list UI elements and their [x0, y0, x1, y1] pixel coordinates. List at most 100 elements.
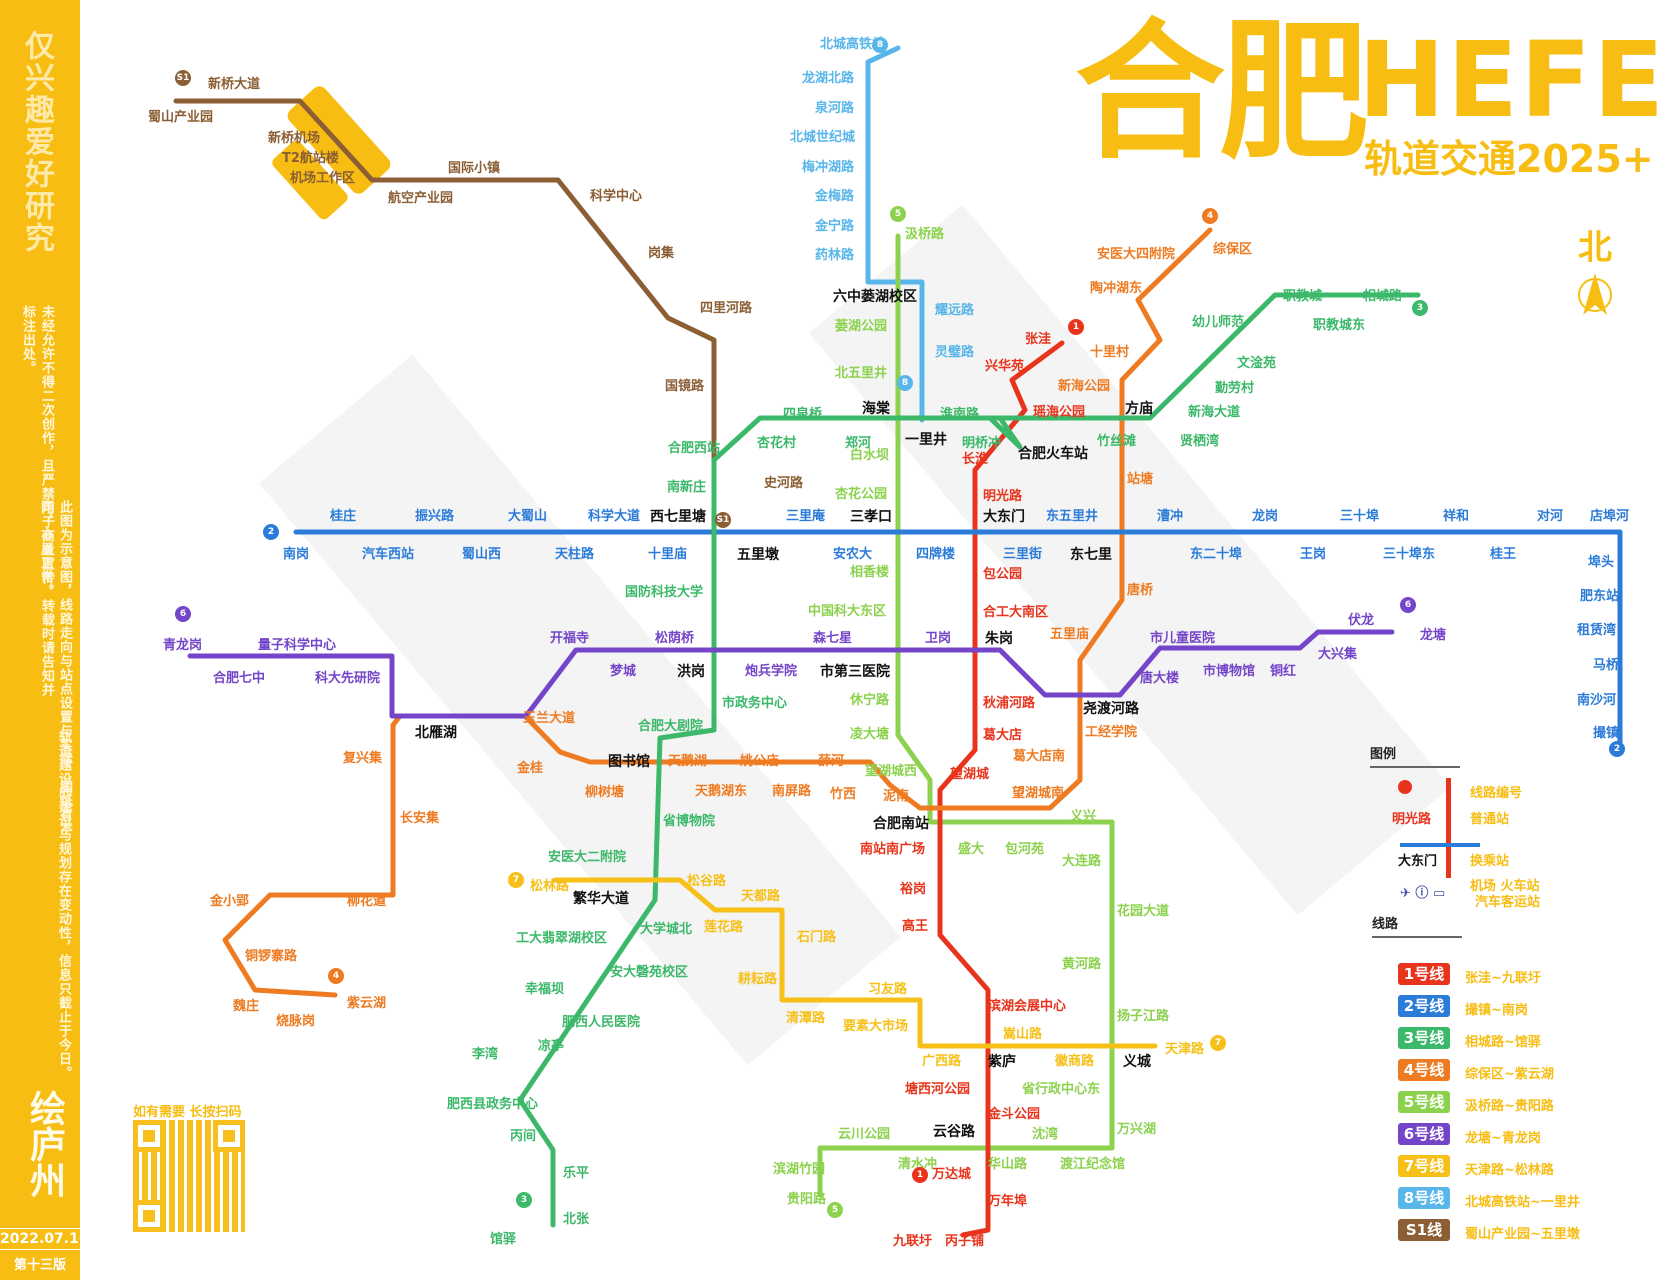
transfer-station-label[interactable]: 市第三医院: [820, 664, 890, 680]
station-label[interactable]: 南沙河: [1577, 693, 1617, 708]
station-label[interactable]: 休宁路: [850, 693, 890, 708]
transfer-station-label[interactable]: 尧渡河路: [1083, 701, 1139, 717]
station-label[interactable]: 凌大塘: [850, 727, 890, 742]
station-label[interactable]: 北城高铁站: [820, 37, 886, 52]
station-label[interactable]: 白水坝: [850, 448, 890, 463]
station-label[interactable]: 杏花村: [757, 436, 797, 451]
transfer-station-label[interactable]: 东七里: [1070, 547, 1112, 563]
station-label[interactable]: 新海公园: [1058, 379, 1111, 394]
station-label[interactable]: 南岗: [283, 547, 310, 562]
station-label[interactable]: 长淮: [962, 452, 989, 467]
station-label[interactable]: 安大磬苑校区: [610, 965, 689, 980]
station-label[interactable]: 四里河路: [700, 301, 753, 316]
station-label[interactable]: 大蜀山: [508, 509, 548, 524]
station-label[interactable]: 南站南广场: [860, 842, 926, 857]
station-label[interactable]: 文淦苑: [1237, 356, 1277, 371]
station-label[interactable]: 松谷路: [687, 874, 727, 889]
station-label[interactable]: 习友路: [868, 982, 908, 997]
station-label[interactable]: 龙岗: [1252, 509, 1279, 524]
station-label[interactable]: 柳花遒: [347, 894, 387, 909]
station-label[interactable]: 凉亭: [538, 1039, 565, 1054]
station-label[interactable]: 灵璧路: [935, 345, 975, 360]
station-label[interactable]: 勤劳村: [1215, 381, 1255, 396]
transfer-station-label[interactable]: 合肥南站: [873, 816, 929, 832]
transfer-station-label[interactable]: 西七里塘: [650, 509, 706, 525]
station-label[interactable]: 蜀山产业园: [148, 110, 214, 125]
station-label[interactable]: 松荫桥: [655, 631, 695, 646]
transfer-station-label[interactable]: 繁华大道: [573, 891, 629, 907]
station-label[interactable]: 省行政中心东: [1022, 1082, 1101, 1097]
station-label[interactable]: 肥西县政务中心: [447, 1097, 539, 1112]
station-label[interactable]: 安医大二附院: [548, 850, 627, 865]
station-label[interactable]: 十里村: [1090, 345, 1130, 360]
station-label[interactable]: 中国科大东区: [808, 604, 887, 619]
station-label[interactable]: 耀远路: [935, 303, 975, 318]
station-label[interactable]: 振兴路: [415, 509, 455, 524]
station-label[interactable]: 汽车西站: [362, 547, 415, 562]
station-label[interactable]: 漕冲: [1157, 509, 1184, 524]
station-label[interactable]: 玉兰大道: [523, 711, 576, 726]
station-label[interactable]: 竹丝滩: [1097, 434, 1137, 449]
station-label[interactable]: 合肥七中: [213, 671, 266, 686]
station-label[interactable]: 石门路: [797, 930, 837, 945]
transfer-station-label[interactable]: 朱岗: [985, 631, 1013, 647]
station-label[interactable]: 职教城: [1283, 289, 1323, 304]
transfer-station-label[interactable]: 义城: [1123, 1054, 1151, 1070]
transfer-station-label[interactable]: 云谷路: [933, 1124, 975, 1140]
station-label[interactable]: 相香楼: [850, 565, 890, 580]
station-label[interactable]: 史河路: [764, 476, 804, 491]
station-label[interactable]: 开福寺: [550, 631, 590, 646]
station-label[interactable]: 市儿童医院: [1150, 631, 1216, 646]
station-label[interactable]: 铜红: [1270, 664, 1297, 679]
station-label[interactable]: 药林路: [815, 248, 855, 263]
transfer-station-label[interactable]: 合肥火车站: [1018, 446, 1088, 462]
station-label[interactable]: 店埠河: [1590, 509, 1630, 524]
station-label[interactable]: T2航站楼: [282, 151, 339, 166]
station-label[interactable]: 金小郢: [210, 894, 250, 909]
station-label[interactable]: 租赁湾: [1577, 623, 1617, 638]
station-label[interactable]: 蜀山西: [462, 547, 502, 562]
station-label[interactable]: 天都路: [741, 889, 781, 904]
station-label[interactable]: 三里庵: [786, 509, 826, 524]
station-label[interactable]: 综保区: [1213, 242, 1253, 257]
station-label[interactable]: 徽商路: [1055, 1054, 1095, 1069]
station-label[interactable]: 馆驿: [490, 1232, 517, 1247]
station-label[interactable]: 合肥大剧院: [638, 719, 704, 734]
station-label[interactable]: 华山路: [988, 1157, 1028, 1172]
station-label[interactable]: 大学城北: [640, 922, 693, 937]
station-label[interactable]: 新桥机场: [268, 131, 321, 146]
station-label[interactable]: 炮兵学院: [745, 664, 798, 679]
station-label[interactable]: 相城路: [1363, 289, 1403, 304]
station-label[interactable]: 陶冲湖东: [1090, 281, 1143, 296]
station-label[interactable]: 梦城: [610, 664, 637, 679]
station-label[interactable]: 四泉桥: [783, 407, 823, 422]
station-label[interactable]: 南新庄: [667, 480, 707, 495]
station-label[interactable]: 幼儿师范: [1192, 315, 1245, 330]
station-label[interactable]: 祥和: [1443, 509, 1470, 524]
station-label[interactable]: 清潭路: [786, 1011, 826, 1026]
station-label[interactable]: 站塘: [1127, 472, 1154, 487]
station-label[interactable]: 桂王: [1490, 547, 1517, 562]
station-label[interactable]: 金斗公园: [988, 1107, 1041, 1122]
station-label[interactable]: 安农大: [833, 547, 873, 562]
station-label[interactable]: 十里庙: [648, 547, 688, 562]
station-label[interactable]: 魏庄: [233, 999, 260, 1014]
transfer-station-label[interactable]: 一里井: [905, 432, 947, 448]
station-label[interactable]: 撮镇: [1593, 726, 1620, 741]
station-label[interactable]: 紫云湖: [347, 996, 387, 1011]
transfer-station-label[interactable]: 紫庐: [988, 1054, 1016, 1070]
station-label[interactable]: 北张: [563, 1212, 590, 1227]
station-label[interactable]: 幸福坝: [525, 982, 565, 997]
station-label[interactable]: 埠头: [1588, 555, 1615, 570]
station-label[interactable]: 大连路: [1062, 854, 1102, 869]
station-label[interactable]: 三里街: [1003, 547, 1043, 562]
station-label[interactable]: 梅冲湖路: [802, 160, 855, 175]
station-label[interactable]: 竹西: [830, 787, 857, 802]
transfer-station-label[interactable]: 方庙: [1125, 401, 1153, 417]
station-label[interactable]: 天鹅湖东: [695, 784, 748, 799]
station-label[interactable]: 天津路: [1165, 1042, 1205, 1057]
station-label[interactable]: 盛大: [958, 842, 985, 857]
station-label[interactable]: 九联圩: [893, 1234, 933, 1249]
station-label[interactable]: 卫岗: [925, 631, 952, 646]
station-label[interactable]: 复兴集: [343, 751, 383, 766]
